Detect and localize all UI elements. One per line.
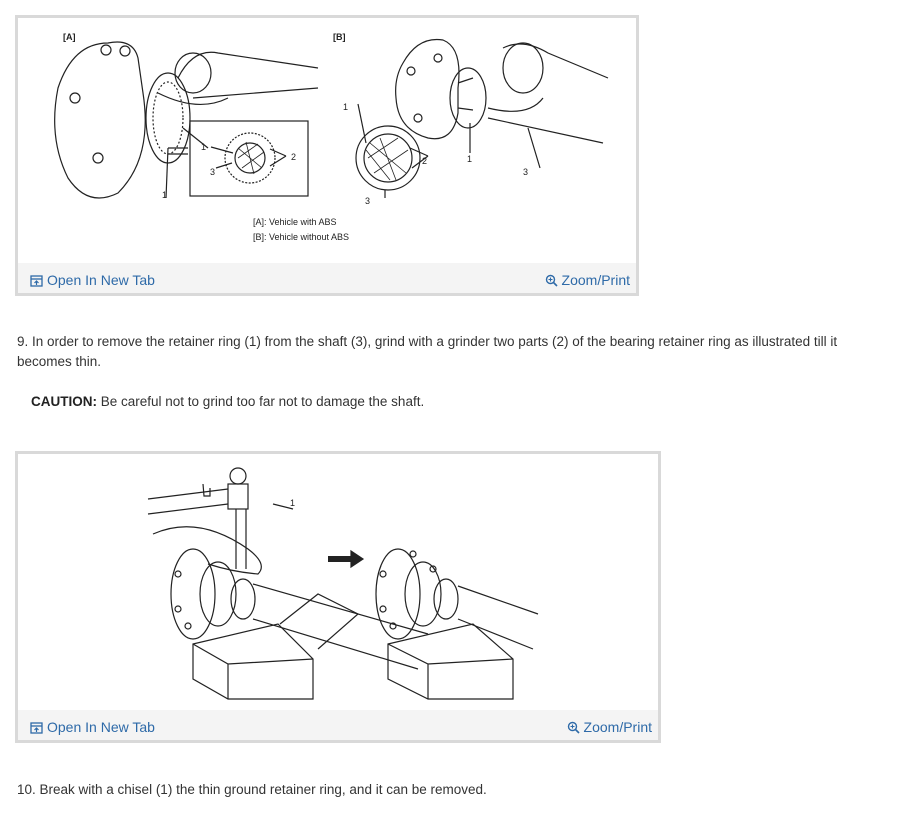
- callout-b-3-shaft: 3: [523, 167, 528, 177]
- figure-label-a: [A]: [63, 32, 76, 42]
- callout-b-2: 2: [422, 156, 427, 166]
- new-tab-icon: [30, 721, 43, 734]
- open-in-new-tab-link[interactable]: Open In New Tab: [30, 272, 155, 288]
- callout-b-1-upper: 1: [343, 102, 348, 112]
- figure-footer: Open In New Tab Zoom/Print: [18, 710, 658, 740]
- figure-label-b: [B]: [333, 32, 346, 42]
- caution-label: CAUTION:: [31, 394, 97, 409]
- callout-a-3: 3: [210, 167, 215, 177]
- callout-b-3: 3: [365, 196, 370, 206]
- zoom-icon: [545, 274, 558, 287]
- callout-a-1: 1: [201, 142, 206, 152]
- open-in-new-tab-label: Open In New Tab: [47, 719, 155, 735]
- zoom-icon: [567, 721, 580, 734]
- legend-a: [A]: Vehicle with ABS: [253, 217, 337, 227]
- callout-b-1: 1: [467, 154, 472, 164]
- caution-note: CAUTION: Be careful not to grind too far…: [31, 392, 900, 412]
- figure-footer: Open In New Tab Zoom/Print: [18, 263, 636, 293]
- open-in-new-tab-link[interactable]: Open In New Tab: [30, 719, 155, 735]
- legend-b: [B]: Vehicle without ABS: [253, 232, 349, 242]
- zoom-print-link[interactable]: Zoom/Print: [545, 272, 630, 288]
- figure-retainer-ring-abs: [A] [B] 1 2 3 1 1 2 3 1 3 [A]: Vehicle w…: [15, 15, 639, 296]
- figure-break-retainer-ring: 1 Open In New Tab Zoom/Print: [15, 451, 661, 743]
- step-10-text: 10. Break with a chisel (1) the thin gro…: [17, 782, 487, 797]
- zoom-print-label: Zoom/Print: [583, 719, 652, 735]
- caution-text: Be careful not to grind too far not to d…: [97, 394, 425, 409]
- illustration-axle-bearing-ab: [A] [B] 1 2 3 1 1 2 3 1 3 [A]: Vehicle w…: [54, 32, 609, 242]
- callout-chisel-1: 1: [290, 498, 295, 508]
- new-tab-icon: [30, 274, 43, 287]
- callout-a-2: 2: [291, 152, 296, 162]
- illustration-chisel-hammer: 1: [147, 467, 539, 700]
- open-in-new-tab-label: Open In New Tab: [47, 272, 155, 288]
- callout-a-1-lower: 1: [162, 190, 167, 200]
- zoom-print-label: Zoom/Print: [561, 272, 630, 288]
- zoom-print-link[interactable]: Zoom/Print: [567, 719, 652, 735]
- step-9-text: 9. In order to remove the retainer ring …: [17, 334, 838, 369]
